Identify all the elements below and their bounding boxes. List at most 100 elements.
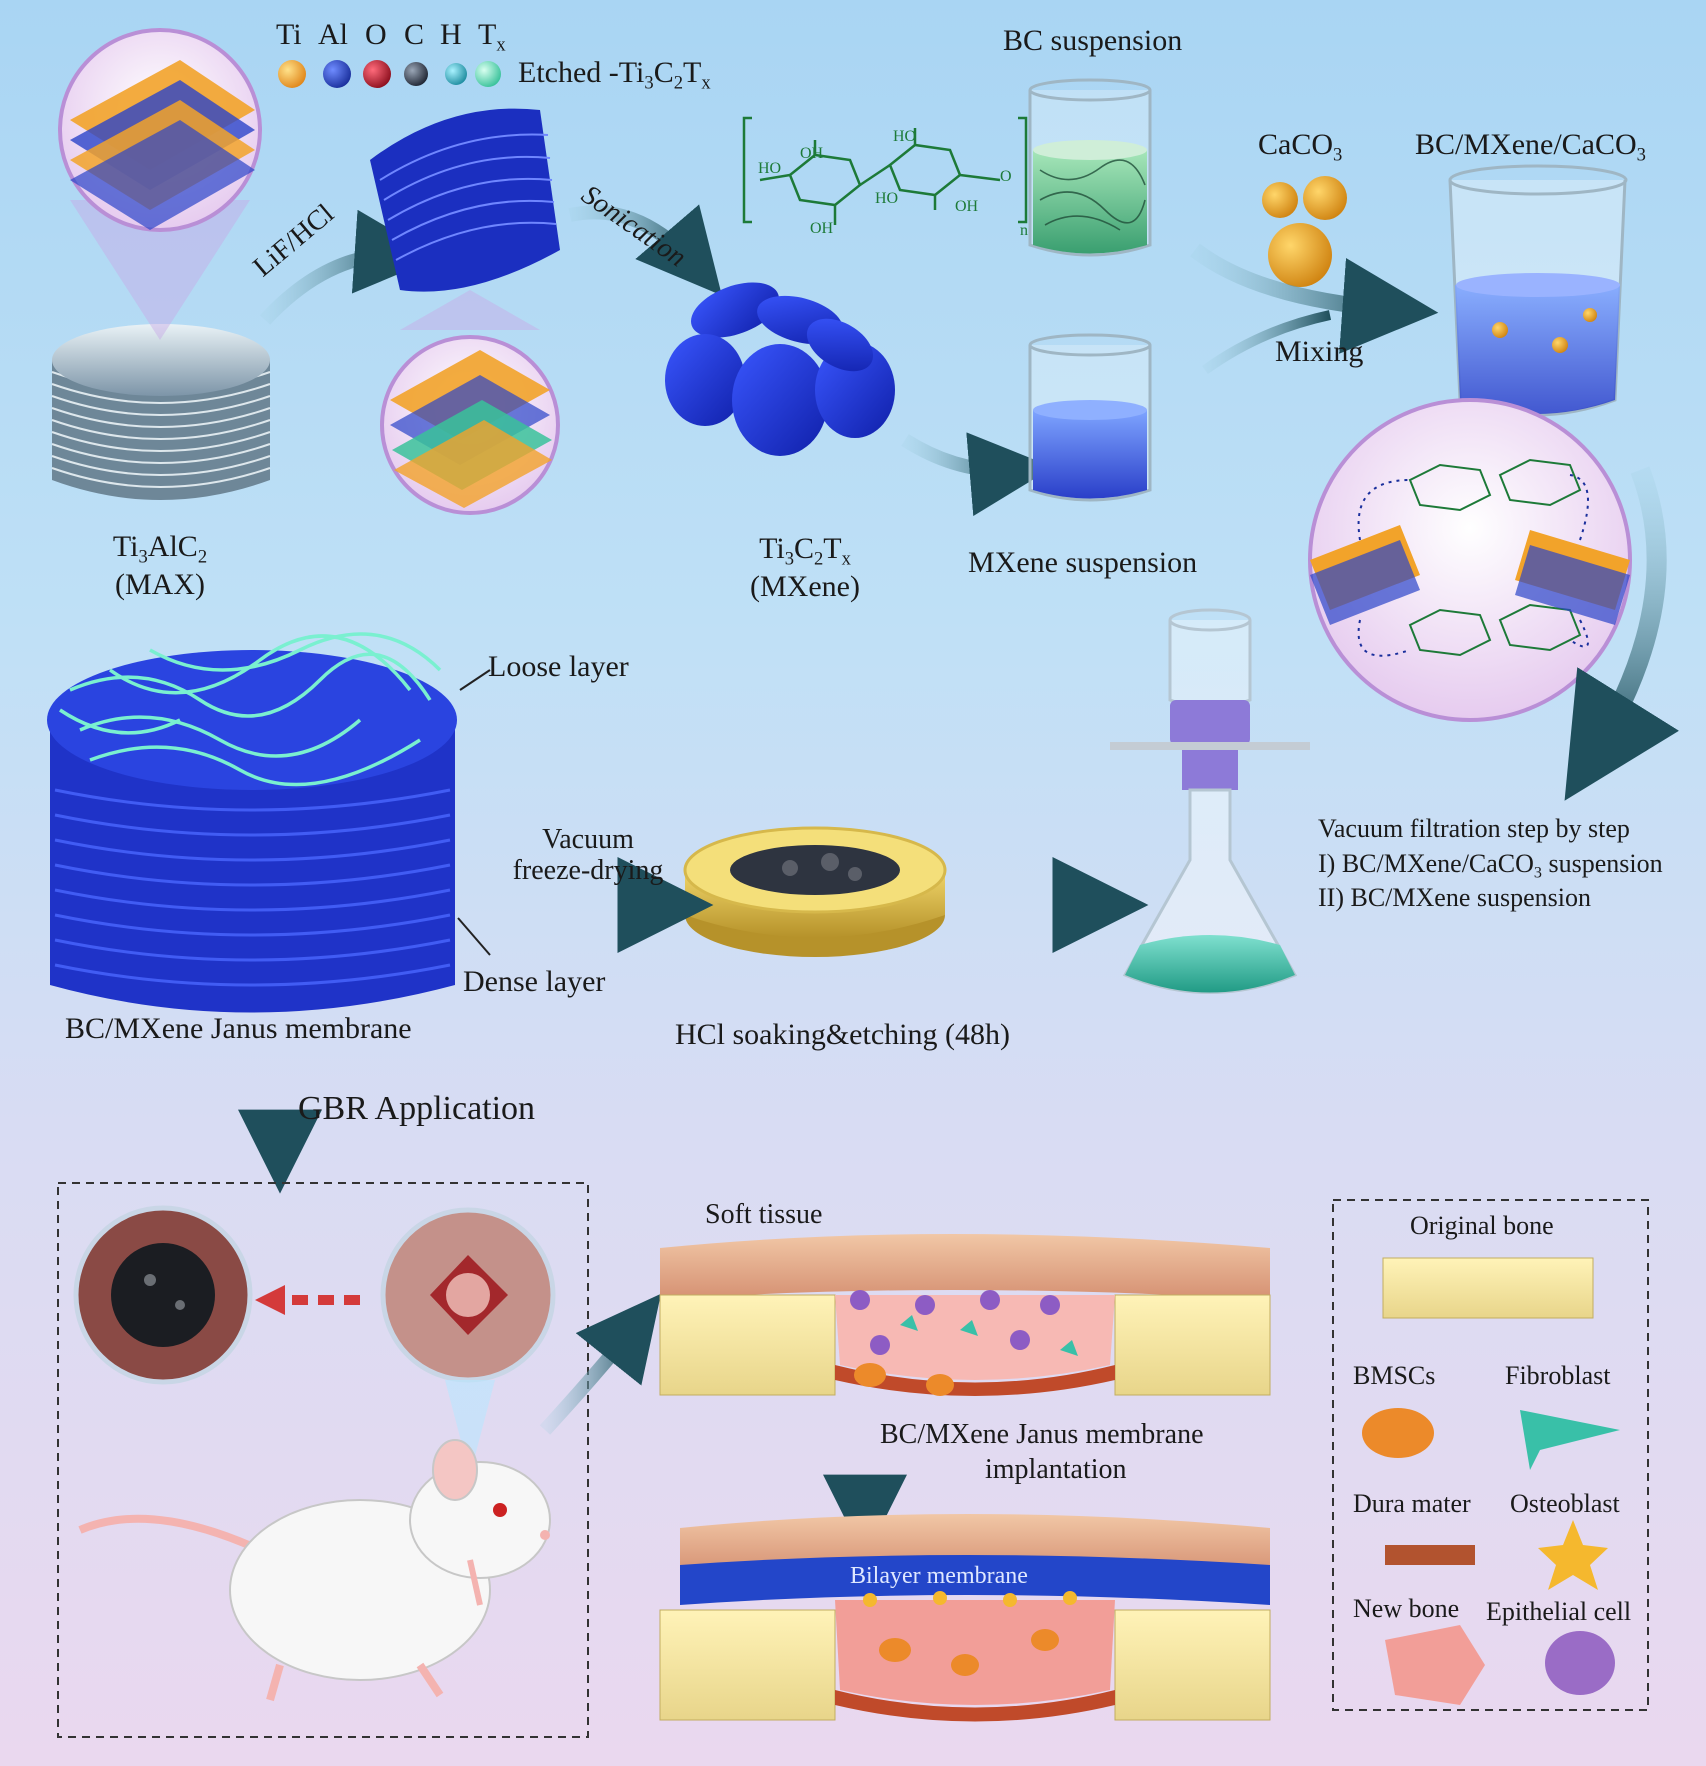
original-bone-swatch bbox=[1382, 1257, 1594, 1319]
chem-oh-3: OH bbox=[810, 220, 834, 237]
legend-ti: Ti bbox=[276, 18, 302, 51]
etched-subx: x bbox=[701, 72, 711, 94]
bc-suspension-label: BC suspension bbox=[1003, 24, 1183, 57]
vacuum-step-1-base: I) BC/MXene/CaCO bbox=[1318, 849, 1534, 878]
surgery-box bbox=[57, 1182, 589, 1738]
legend-box bbox=[1332, 1199, 1649, 1711]
legend-tx-base: T bbox=[478, 18, 497, 51]
gbr-application-label: GBR Application bbox=[298, 1090, 536, 1127]
tissue-before bbox=[659, 1234, 1271, 1396]
h-atom-icon bbox=[445, 63, 467, 85]
to-filtration-arrow bbox=[1564, 466, 1680, 801]
mxene-c: C bbox=[793, 532, 814, 565]
dura-mater-swatch bbox=[1385, 1545, 1475, 1565]
chem-oh-2: OH bbox=[955, 198, 979, 215]
bc-mxene-caco3-sub: 3 bbox=[1636, 144, 1646, 166]
rat-zoom-cone bbox=[445, 1380, 495, 1475]
bilayer-membrane-label: Bilayer membrane bbox=[850, 1563, 1028, 1589]
implant-line1: BC/MXene Janus membrane bbox=[880, 1419, 1204, 1450]
petri-dish bbox=[683, 826, 947, 957]
legend-osteoblast: Osteoblast bbox=[1510, 1489, 1620, 1518]
etched-c: C bbox=[653, 56, 674, 89]
mxene-crystal-circle bbox=[380, 335, 560, 515]
dense-layer-label: Dense layer bbox=[463, 965, 606, 998]
implant-line2: implantation bbox=[985, 1454, 1127, 1485]
chem-ho-3: HO bbox=[875, 190, 899, 207]
legend-tx-sub: x bbox=[496, 34, 506, 56]
legend-tx: Tx bbox=[478, 18, 506, 54]
max-label-line2: (MAX) bbox=[115, 568, 205, 601]
etched-label: Etched -Ti3C2Tx bbox=[518, 56, 711, 92]
vacuum-freeze-line1: Vacuum bbox=[542, 824, 634, 855]
composite-beaker bbox=[1448, 164, 1628, 417]
dense-layer-leader bbox=[457, 917, 491, 956]
vacuum-step-1-tail: suspension bbox=[1541, 849, 1663, 878]
red-arrow-head bbox=[255, 1285, 285, 1315]
mxene-suspension-label: MXene suspension bbox=[968, 546, 1198, 579]
rat-illustration bbox=[78, 1439, 551, 1702]
zoom-cone-2 bbox=[400, 290, 540, 330]
max-label-line1: Ti3AlC2 bbox=[90, 530, 230, 566]
mxene-ti: Ti bbox=[759, 532, 785, 565]
max-sub2: 2 bbox=[197, 546, 208, 568]
mixing-arrow-2 bbox=[1202, 310, 1332, 375]
soft-tissue-label: Soft tissue bbox=[705, 1199, 823, 1230]
zoom-cone bbox=[70, 200, 250, 340]
sonication-arrow bbox=[568, 204, 722, 296]
legend-al: Al bbox=[318, 18, 348, 51]
legend-h: H bbox=[440, 18, 462, 51]
new-bone-swatch bbox=[1385, 1625, 1485, 1705]
fibroblast-swatch bbox=[1520, 1410, 1620, 1470]
chem-ho-2: HO bbox=[758, 160, 782, 177]
loose-layer-leader bbox=[459, 669, 491, 691]
caco3-sub: 3 bbox=[1333, 144, 1343, 166]
chem-oh-1: OH bbox=[800, 145, 824, 162]
max-ti: Ti bbox=[112, 530, 139, 563]
lif-hcl-arrow bbox=[259, 209, 439, 325]
legend-epithelial-cell: Epithelial cell bbox=[1486, 1597, 1632, 1626]
max-sub3: 3 bbox=[138, 546, 148, 568]
c-atom-icon bbox=[404, 62, 428, 86]
vacuum-step-2: II) BC/MXene suspension bbox=[1318, 883, 1591, 912]
osteoblast-swatch bbox=[1538, 1520, 1608, 1590]
bonding-circle bbox=[1308, 398, 1632, 722]
caco3-base: CaCO bbox=[1258, 128, 1333, 161]
legend-fibroblast: Fibroblast bbox=[1505, 1361, 1611, 1390]
janus-membrane bbox=[47, 632, 457, 1013]
mxene-beaker bbox=[1028, 333, 1152, 502]
max-alc: AlC bbox=[147, 530, 198, 563]
chem-n-1: n bbox=[1020, 222, 1028, 239]
mxene-sub3: 3 bbox=[784, 548, 794, 570]
bc-mxene-caco3-base: BC/MXene/CaCO bbox=[1415, 128, 1637, 161]
legend-dura-mater: Dura mater bbox=[1353, 1489, 1471, 1518]
surgery-photo-defect bbox=[380, 1207, 556, 1383]
epithelial-cell-swatch bbox=[1545, 1631, 1615, 1695]
legend-glyphs bbox=[1362, 1257, 1620, 1705]
loose-layer-label: Loose layer bbox=[488, 650, 629, 683]
vacuum-step-title: Vacuum filtration step by step bbox=[1318, 814, 1630, 843]
mxene-subx: x bbox=[841, 548, 851, 570]
legend-new-bone: New bone bbox=[1353, 1594, 1460, 1623]
etched-t: T bbox=[683, 56, 702, 89]
mxene-label-line2: (MXene) bbox=[750, 570, 860, 603]
legend-bmscs: BMSCs bbox=[1353, 1361, 1436, 1390]
bc-chemical-structure bbox=[742, 116, 1028, 225]
etched-sub2: 2 bbox=[673, 72, 683, 94]
chem-o-1: O bbox=[1000, 168, 1012, 185]
hcl-soaking-label: HCl soaking&etching (48h) bbox=[675, 1018, 1010, 1051]
mxene-sub2: 2 bbox=[814, 548, 824, 570]
chem-ho-1: HO bbox=[893, 128, 917, 145]
o-atom-icon bbox=[363, 60, 391, 88]
filtration-flask bbox=[1110, 608, 1310, 994]
max-crystal-circle bbox=[58, 28, 262, 232]
vacuum-step-1-sub: 3 bbox=[1533, 864, 1542, 882]
atom-legend-balls bbox=[278, 60, 501, 88]
legend-o: O bbox=[365, 18, 387, 51]
mixing-label: Mixing bbox=[1275, 335, 1364, 368]
ti-atom-icon bbox=[278, 60, 306, 88]
etched-flakes bbox=[370, 108, 560, 292]
vacuum-freeze-line2: freeze-drying bbox=[512, 855, 664, 886]
vacuum-step-1: I) BC/MXene/CaCO3 suspension bbox=[1318, 849, 1663, 882]
